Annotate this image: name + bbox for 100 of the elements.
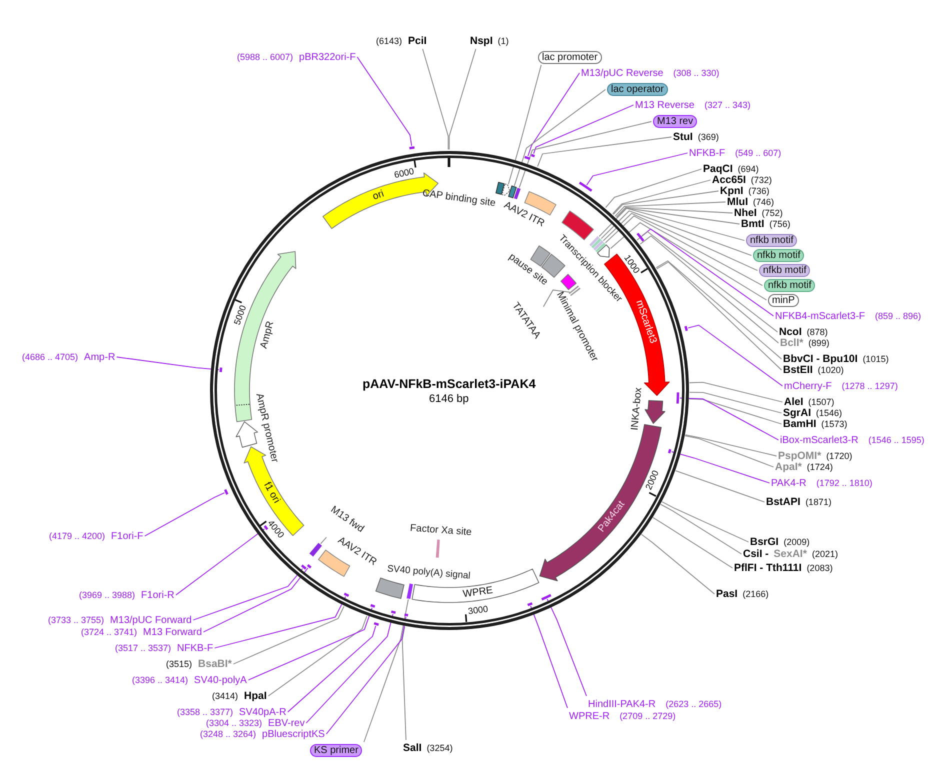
primer-range: (1278 .. 1297): [842, 380, 898, 392]
primer-name: HindIII-PAK4-R: [588, 698, 656, 710]
leader-line: [530, 606, 568, 708]
feature-tag: lac promoter: [538, 50, 602, 64]
primer-range: (3724 .. 3741): [81, 626, 138, 638]
site-position: (1015): [862, 352, 889, 366]
feature-label: M13 fwd: [328, 504, 366, 536]
feature-label: AmpR promoter: [252, 392, 280, 464]
primer-binding-mark: [390, 609, 397, 615]
primer-name: F1ori-R: [141, 588, 174, 602]
primer-name: WPRE-R: [569, 710, 610, 722]
enzyme-name: BsrGI: [750, 536, 779, 548]
leader-line: [214, 596, 346, 648]
feature-tag: nfkb motif: [764, 279, 816, 292]
site-position: (736): [748, 185, 770, 198]
leader-line: [612, 190, 719, 215]
primer-range: (4179 .. 4200): [49, 530, 106, 542]
enzyme-name: NheI: [734, 206, 757, 220]
primer-binding-mark: [223, 488, 230, 496]
primer-range: (3358 .. 3377): [177, 706, 234, 718]
feature-label: CAP binding site: [422, 188, 496, 210]
site-position: (6143): [376, 34, 402, 48]
leader-line: [144, 492, 225, 536]
site-position: (369): [698, 130, 719, 144]
feature-tag: nfkb motif: [746, 234, 798, 247]
feature-block: [495, 181, 505, 196]
feature-label: SV40 poly(A) signal: [386, 563, 470, 583]
feature-label: WPRE: [462, 584, 494, 602]
enzyme-name: StuI: [673, 130, 693, 144]
scale-label: 5000: [232, 304, 248, 326]
site-position: (878): [806, 326, 828, 338]
site-position: (1724): [806, 462, 833, 474]
primer-range: (327 .. 343): [704, 98, 750, 112]
leader-line: [528, 72, 580, 156]
leader-line: [248, 607, 373, 680]
site-position: (1507): [808, 396, 834, 408]
leader-line: [688, 398, 782, 424]
primer-binding-mark: [218, 366, 223, 373]
leader-line: [610, 222, 767, 300]
leader-line: [422, 48, 449, 150]
primer-binding-mark: [343, 592, 350, 598]
enzyme-name: NspI: [470, 34, 493, 48]
primer-range: (3304 .. 3323): [206, 718, 262, 730]
leader-line: [688, 324, 783, 386]
site-position: (1020): [818, 364, 844, 376]
leader-line: [614, 202, 726, 217]
feature-tag: KS primer: [310, 744, 362, 756]
enzyme-name: SgrAI: [783, 406, 812, 418]
feature-label: AmpR: [258, 320, 278, 350]
enzyme-name: PasI: [716, 588, 738, 600]
leader-line: [662, 501, 749, 542]
primer-binding-mark: [540, 593, 552, 602]
leader-line: [675, 470, 765, 502]
primer-name: NFKB4-mScarlet3-F: [775, 310, 866, 322]
primer-name: M13 Forward: [143, 626, 202, 638]
leader-line: [518, 121, 652, 188]
primer-name: NFKB-F: [177, 642, 214, 654]
leader-line: [605, 215, 763, 286]
feature-tag: minP: [768, 294, 799, 306]
leader-line: [326, 616, 406, 734]
primer-range: (1546 .. 1595): [868, 434, 924, 446]
feature-arc: [644, 399, 666, 425]
leader-line: [533, 104, 634, 154]
site-position: (1573): [821, 418, 848, 430]
leader-line: [192, 568, 303, 620]
primer-name: EBV-rev: [268, 718, 305, 730]
leader-line: [605, 168, 702, 208]
scale-label: 2000: [643, 468, 661, 492]
primer-binding-mark: [306, 563, 313, 570]
primer-name: Amp-R: [84, 350, 116, 364]
leader-line: [542, 290, 570, 308]
enzyme-name: PflFI - Tth111I: [734, 562, 802, 574]
site-position: (752): [762, 207, 783, 220]
feature-tag: M13 rev: [653, 115, 698, 128]
leader-line: [642, 228, 774, 316]
primer-binding-mark: [403, 612, 409, 618]
primer-name: SV40pA-R: [239, 706, 286, 718]
leader-line: [508, 64, 542, 185]
primer-range: (3969 .. 3988): [79, 588, 136, 602]
enzyme-name: BstAPI: [766, 496, 800, 508]
leader-line: [203, 567, 308, 632]
scale-label: 6000: [392, 166, 415, 180]
enzyme-name: BstEII: [783, 364, 813, 376]
site-position: (732): [750, 174, 772, 186]
enzyme-name: BbvCI - Bpu10I: [783, 352, 858, 366]
leader-line: [537, 136, 672, 167]
feature-mark: [308, 542, 323, 558]
leader-line: [640, 534, 715, 594]
leader-line: [652, 517, 733, 568]
leader-line: [320, 536, 327, 544]
feature-arc: [235, 421, 259, 448]
primer-name: M13/pUC Forward: [110, 614, 192, 626]
primer-range: (3517 .. 3537): [115, 642, 172, 654]
leader-line: [640, 235, 779, 344]
primer-binding-mark: [369, 603, 376, 609]
primer-name: pBluescriptKS: [262, 728, 325, 740]
site-position: (2009): [784, 536, 810, 548]
primer-range: (2709 .. 2729): [620, 710, 676, 722]
leader-line: [616, 206, 733, 218]
feature-tag: nfkb motif: [753, 249, 804, 262]
